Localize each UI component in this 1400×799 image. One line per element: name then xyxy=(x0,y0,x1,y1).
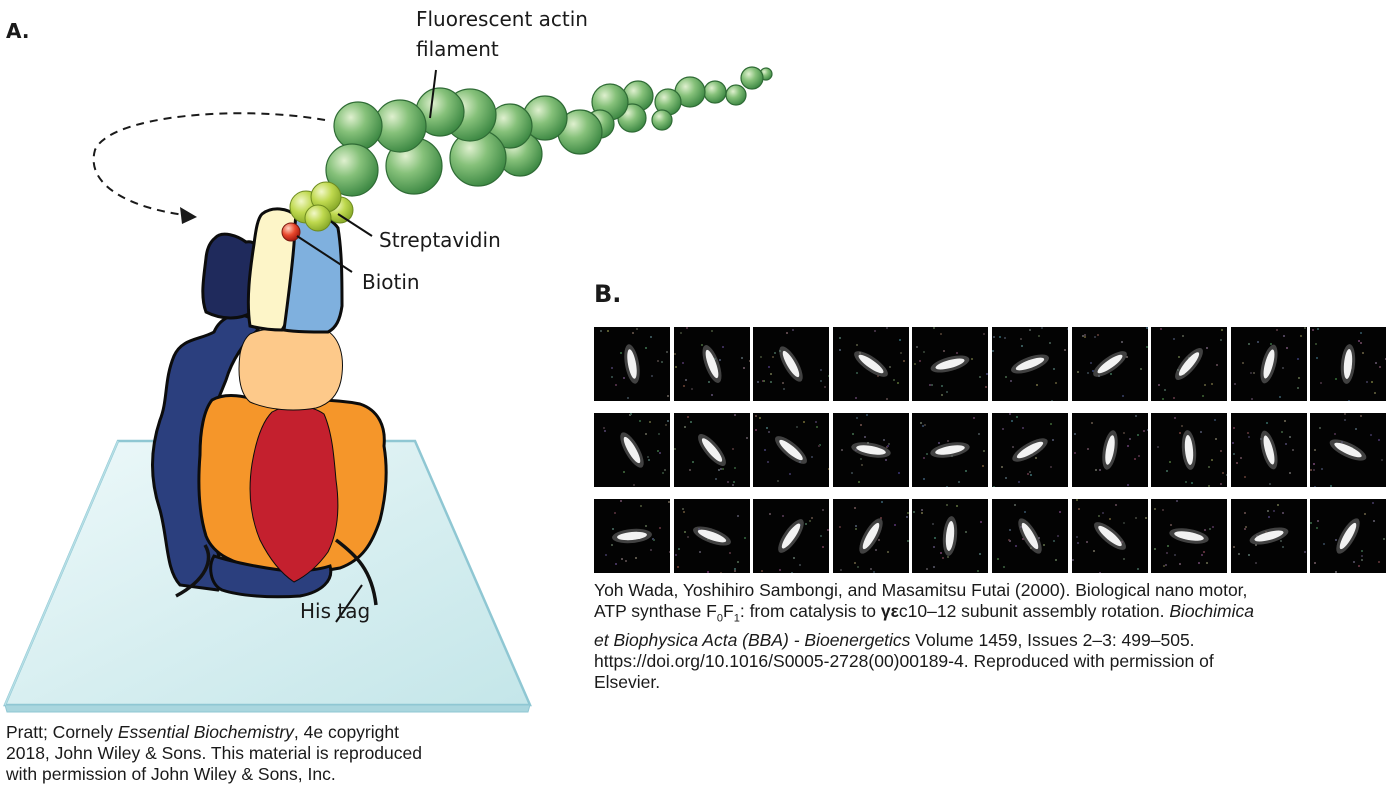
microscopy-frame xyxy=(753,499,830,573)
delta-subunit xyxy=(238,326,343,411)
citation-line4: https://doi.org/10.1016/S0005-2728(00)00… xyxy=(594,650,1214,671)
microscopy-frame xyxy=(1071,499,1148,573)
microscopy-frame xyxy=(1071,413,1148,487)
microscopy-frame xyxy=(992,499,1068,573)
citation-f: F xyxy=(723,601,734,621)
credit-line3: with permission of John Wiley & Sons, In… xyxy=(6,764,336,784)
microscopy-frame xyxy=(753,327,830,401)
microscopy-frame xyxy=(594,327,670,401)
credit-authors: Pratt; Cornely xyxy=(6,722,118,742)
actin-label-line2: filament xyxy=(416,37,499,61)
microscopy-frame xyxy=(832,327,909,401)
citation-volume: Volume 1459, Issues 2–3: 499–505. xyxy=(910,629,1195,650)
citation-greek: γε xyxy=(880,601,899,621)
citation-sub1: 1 xyxy=(733,612,740,625)
microscopy-frame xyxy=(1071,327,1148,401)
actin-bead xyxy=(740,66,764,90)
leader-lines xyxy=(296,69,437,623)
microscopy-frame xyxy=(673,413,750,487)
rotation-arrow xyxy=(92,112,326,224)
microscopy-frame xyxy=(1151,413,1228,487)
microscopy-frame xyxy=(912,413,989,487)
panel-b-citation: Yoh Wada, Yoshihiro Sambongi, and Masami… xyxy=(594,580,1394,693)
microscopy-frame xyxy=(673,499,750,573)
credit-edition: , 4e copyright xyxy=(293,722,399,742)
his-tag-curves xyxy=(175,538,378,606)
actin-bead xyxy=(333,101,383,151)
citation-line1: Yoh Wada, Yoshihiro Sambongi, and Masami… xyxy=(594,580,1248,600)
microscopy-frame xyxy=(673,327,750,401)
panel-a-letter: A. xyxy=(6,19,30,43)
microscopy-frame xyxy=(912,499,989,573)
microscopy-frame xyxy=(1151,499,1228,573)
microscopy-frame xyxy=(1310,413,1387,487)
credit-line2: 2018, John Wiley & Sons. This material i… xyxy=(6,743,422,763)
microscopy-frame xyxy=(992,327,1068,401)
citation-line5: Elsevier. xyxy=(594,671,661,692)
citation-sub0: 0 xyxy=(716,612,724,625)
citation-atp-synthase: ATP synthase F xyxy=(594,601,717,621)
actin-bead xyxy=(651,109,673,131)
microscopy-frame xyxy=(912,327,989,401)
his-tag-label: His tag xyxy=(300,599,371,623)
credit-book-title: Essential Biochemistry xyxy=(117,722,294,742)
actin-bead xyxy=(325,143,379,197)
microscopy-frame xyxy=(832,499,909,573)
panel-a-credit: Pratt; Cornely Essential Biochemistry, 4… xyxy=(6,722,546,785)
light-blue-subunit xyxy=(282,213,344,334)
microscopy-frame xyxy=(594,413,670,487)
gamma-subunit xyxy=(249,405,339,583)
actin-filament-label: Fluorescent actin filament xyxy=(416,4,588,64)
microscopy-frame xyxy=(1151,327,1228,401)
actin-label-line1: Fluorescent actin xyxy=(416,7,588,31)
atp-synthase-rotation-diagram xyxy=(3,66,773,713)
actin-filament xyxy=(325,66,773,197)
microscopy-frame xyxy=(992,413,1068,487)
microscopy-frame xyxy=(1230,413,1307,487)
microscopy-frame xyxy=(1310,327,1387,401)
subunit-a-base xyxy=(209,554,333,599)
citation-journal-1: Biochimica xyxy=(1169,601,1254,621)
microscopy-frame-grid xyxy=(594,327,1390,577)
streptavidin-beads xyxy=(289,181,354,232)
microscopy-frame xyxy=(1310,499,1387,573)
credit-line1: Pratt; Cornely Essential Biochemistry, 4… xyxy=(6,722,546,743)
microscopy-frame xyxy=(1230,499,1307,573)
actin-bead xyxy=(703,80,727,104)
citation-line3: et Biophysica Acta (BBA) - Bioenergetics… xyxy=(594,630,1394,651)
citation-catalysis: : from catalysis to xyxy=(739,601,881,621)
microscopy-frame xyxy=(832,413,909,487)
microscopy-frame xyxy=(753,413,830,487)
citation-line2: ATP synthase F0F1: from catalysis to γεc… xyxy=(594,601,1394,630)
actin-bead xyxy=(725,84,747,106)
citation-rotation: c10–12 subunit assembly rotation. xyxy=(898,601,1170,621)
microscopy-frame xyxy=(594,499,670,573)
citation-journal-2: et Biophysica Acta (BBA) - Bioenergetics xyxy=(594,629,911,650)
panel-b-letter: B. xyxy=(594,280,622,308)
streptavidin-label: Streptavidin xyxy=(379,228,501,252)
biotin-bead xyxy=(281,222,301,242)
biotin-label: Biotin xyxy=(362,270,420,294)
microscopy-frame xyxy=(1230,327,1307,401)
